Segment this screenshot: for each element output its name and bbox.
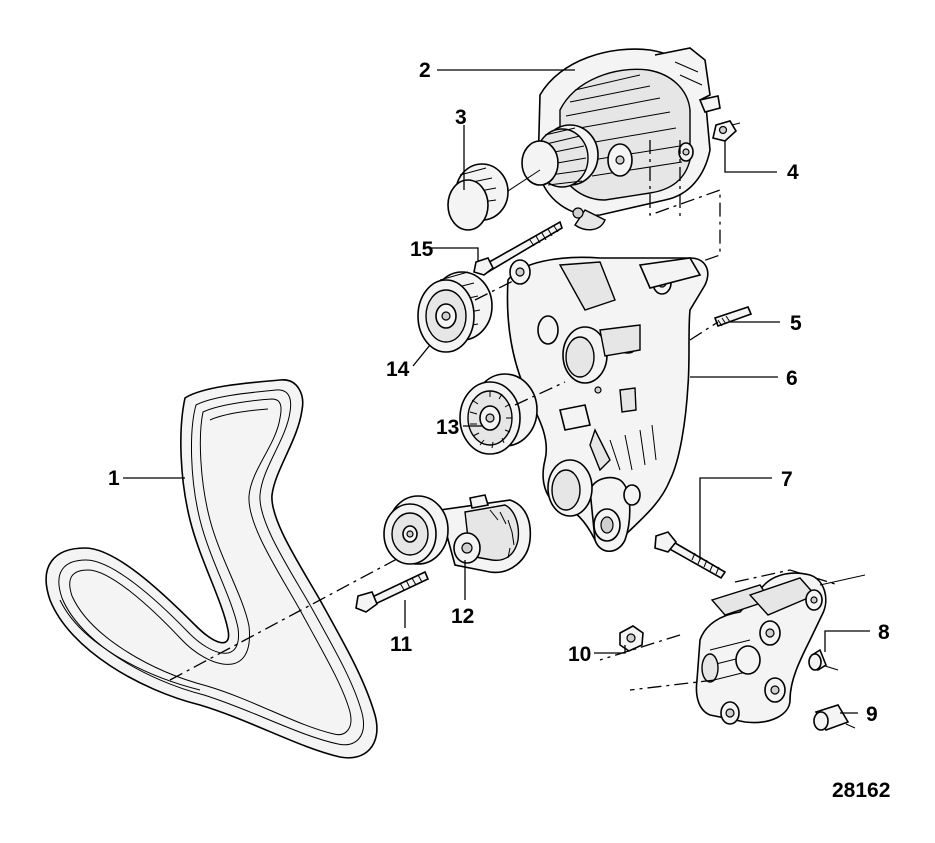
bracket-bolt [654, 531, 727, 580]
centerline-nut [599, 634, 716, 691]
smooth-idler-pulley [459, 373, 538, 455]
tensioner-bolt [355, 570, 430, 613]
centerline-lower-bracket [734, 569, 839, 586]
callout-11: 11 [390, 633, 413, 656]
callouts: 1 2 3 4 5 6 7 8 9 10 11 12 13 14 15 [108, 59, 890, 726]
callout-7: 7 [781, 468, 793, 491]
figure-number: 28162 [832, 779, 890, 802]
callout-8: 8 [878, 621, 890, 644]
mounting-bracket [506, 256, 709, 553]
callout-14: 14 [386, 358, 410, 381]
nut [712, 120, 741, 142]
leader-lines [123, 69, 870, 714]
belt-tensioner [383, 494, 532, 574]
bolt [473, 220, 563, 276]
hex-nut [619, 625, 644, 652]
centerline-idler-upper [474, 279, 516, 301]
spacer [808, 648, 839, 672]
callout-6: 6 [786, 367, 798, 390]
callout-4: 4 [787, 161, 799, 184]
centerline-idler-lower [514, 381, 566, 406]
callout-5: 5 [790, 312, 802, 335]
pulley [447, 163, 541, 231]
callout-2: 2 [419, 59, 431, 82]
alternator [521, 47, 721, 231]
lower-mounting-bracket [599, 569, 866, 725]
callout-3: 3 [455, 106, 467, 129]
sleeve [813, 704, 856, 731]
callout-13: 13 [436, 416, 459, 439]
callout-15: 15 [410, 238, 434, 261]
callout-9: 9 [866, 703, 878, 726]
callout-10: 10 [568, 643, 591, 666]
centerline-stud [689, 321, 719, 341]
drive-belt [45, 379, 378, 759]
grooved-idler-pulley [417, 271, 493, 353]
callout-12: 12 [451, 605, 474, 628]
callout-1: 1 [108, 467, 120, 490]
stud [713, 306, 753, 328]
